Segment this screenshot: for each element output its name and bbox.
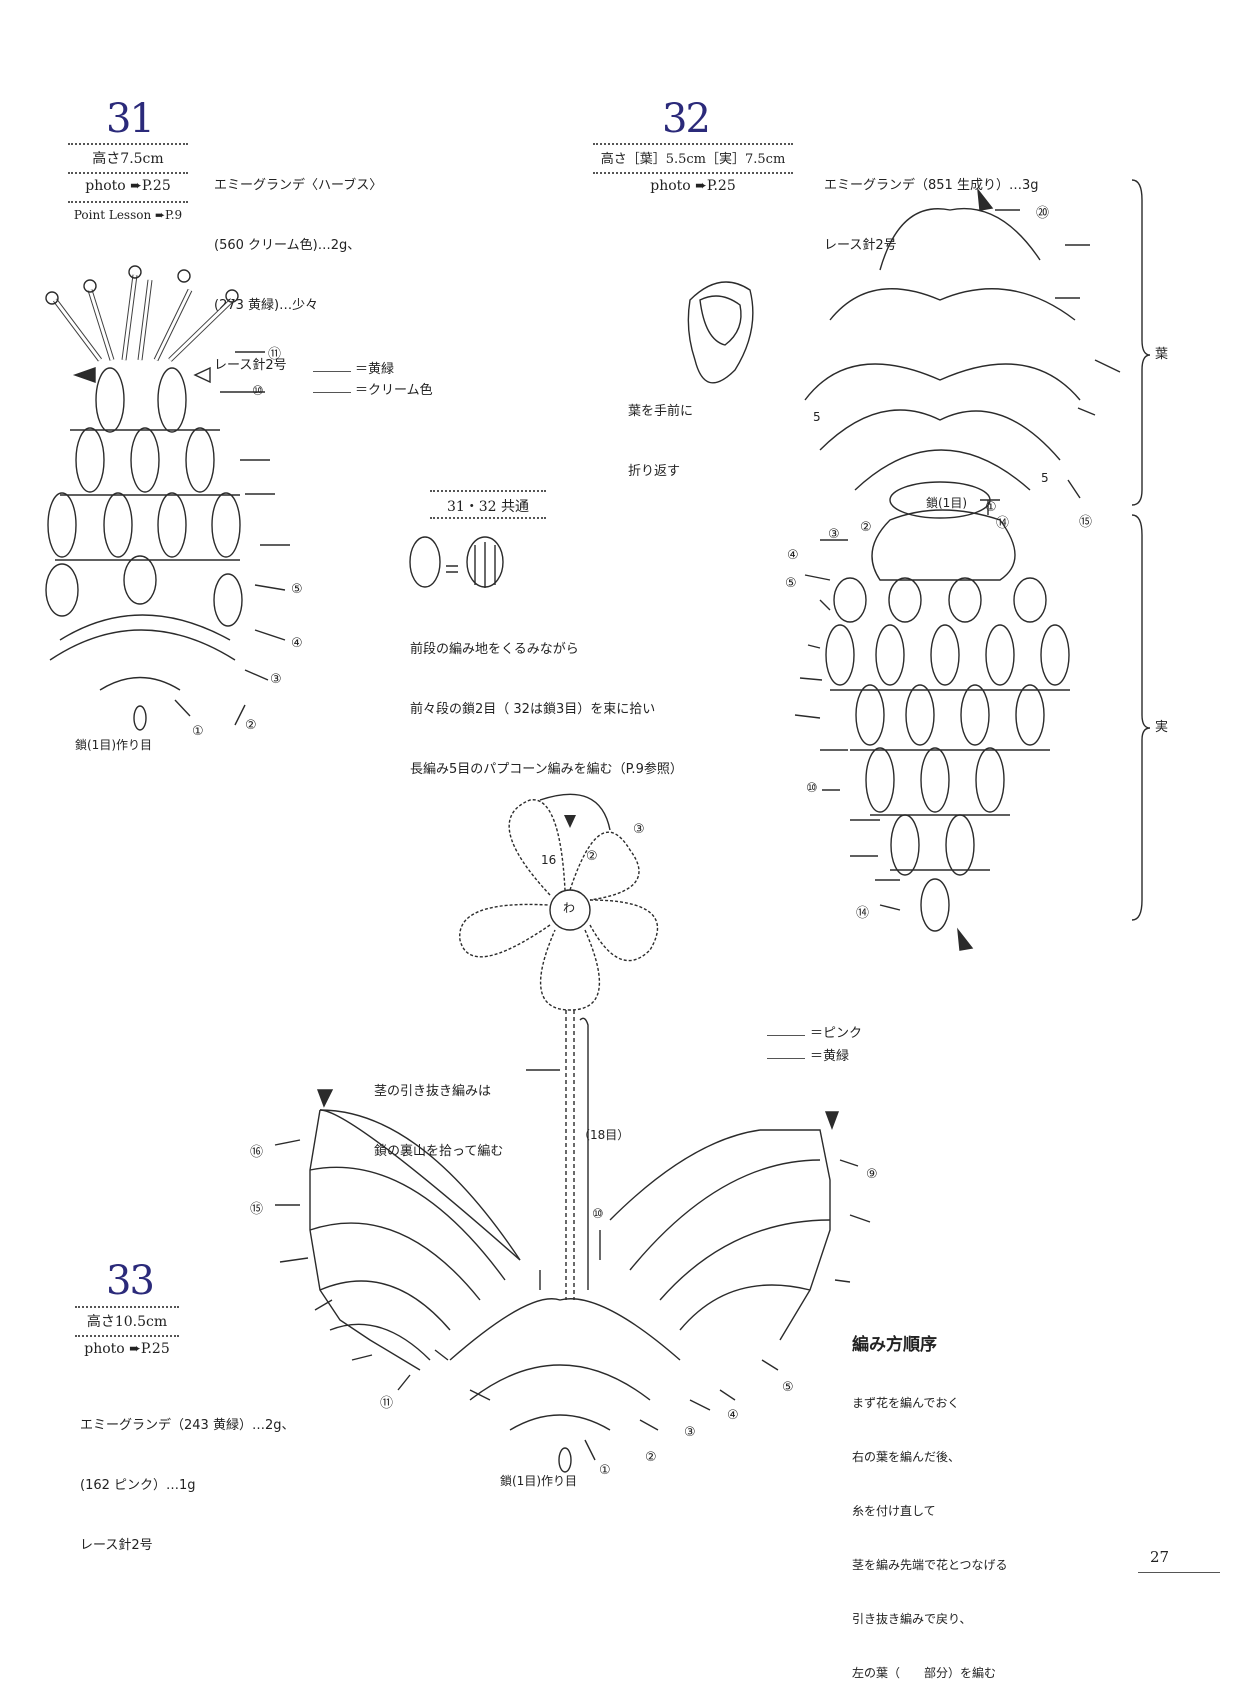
crochet-diagrams [0,0,1257,1600]
fold-sketch [688,282,753,383]
p33-row-15: ⑮ [250,1198,263,1217]
p32-row-14a: ⑭ [996,512,1009,531]
p31-row-5: ⑤ [291,582,303,597]
flower-count: 16 [541,851,556,869]
p33-row-2: ② [645,1450,657,1465]
p31-start-label: 鎖(1目)作り目 [75,736,152,754]
pattern-31-diagram [46,266,290,730]
p32-row-10: ⑩ [806,781,818,796]
p31-row-4: ④ [291,636,303,651]
bracket-fruit: 実 [1155,718,1168,738]
p32-ring-label: 鎖(1目) [926,494,967,512]
pattern-32-diagram [795,180,1150,950]
p32-row-4: ④ [787,548,799,563]
p33-row-9: ⑨ [866,1167,878,1182]
pattern-33-leaves [275,1090,870,1472]
p33-row-3: ③ [684,1425,696,1440]
p31-row-10: ⑩ [252,384,264,399]
p32-five-a: 5 [813,408,821,426]
flower-row-2: ② [586,849,598,864]
bracket-leaf: 葉 [1155,345,1168,365]
p33-start-label: 鎖(1目)作り目 [500,1472,577,1490]
p32-row-14b: ⑭ [856,902,869,921]
p32-row-15: ⑮ [1079,511,1092,530]
p32-row-20: ⑳ [1036,202,1049,221]
p31-row-11: ⑪ [268,343,281,362]
pattern-33-flower [460,794,658,1010]
p31-row-2: ② [245,718,257,733]
p32-row-3: ③ [828,527,840,542]
flower-ring: わ [563,899,575,917]
flower-row-3: ③ [633,822,645,837]
p33-row-4: ④ [727,1408,739,1423]
p32-row-5: ⑤ [785,576,797,591]
p33-row-1: ① [599,1463,611,1478]
p31-row-1: ① [192,724,204,739]
p33-row-10: ⑩ [592,1207,604,1222]
p33-row-16: ⑯ [250,1141,263,1160]
popcorn-symbol [410,537,503,588]
pattern-33-stem [526,1010,588,1300]
p32-row-1: ① [985,500,997,515]
p31-row-3: ③ [270,672,282,687]
p33-row-5: ⑤ [782,1380,794,1395]
p32-row-2: ② [860,520,872,535]
p33-row-11: ⑪ [380,1392,393,1411]
p32-five-b: 5 [1041,469,1049,487]
